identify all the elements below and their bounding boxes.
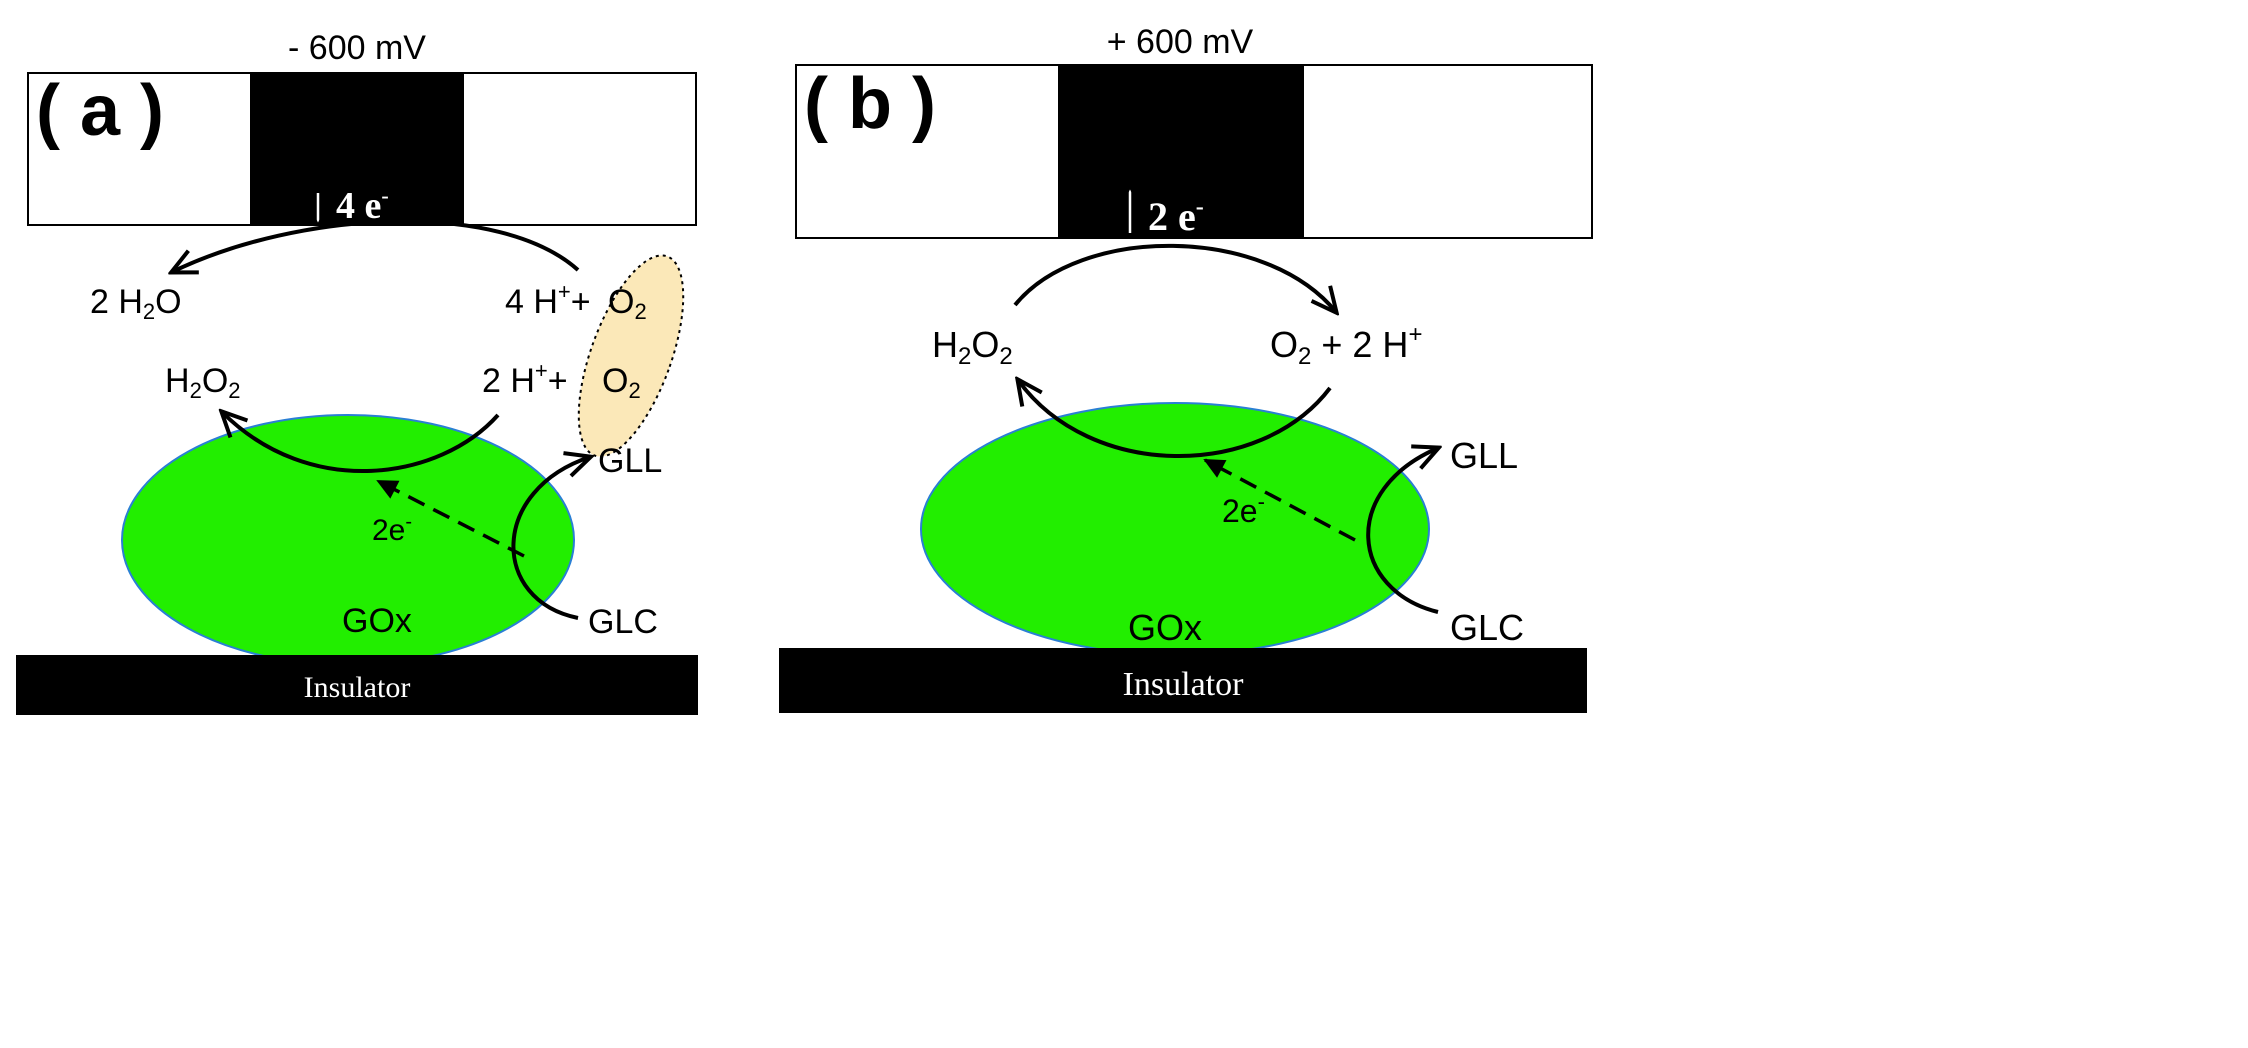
- reduction-arc-a: [172, 219, 580, 272]
- working-electrode-a: [250, 73, 464, 225]
- proton-label-top-a: 4 H++: [505, 279, 591, 321]
- reduction-arc-bottom-b: [1018, 380, 1332, 458]
- panel-label-b: ( b ): [804, 64, 936, 144]
- water-label-a: 2 H2O: [90, 283, 182, 324]
- gox-label-a: GOx: [342, 602, 412, 640]
- panel-a: ( a ) - 600 mV 4 e- 2 H2O 4 H++ O2 H2O2 …: [16, 29, 698, 715]
- proton-label-bottom-a: 2 H++: [482, 358, 568, 400]
- electron-transfer-label-a: 4 e-: [336, 183, 389, 227]
- panel-b: ( b ) + 600 mV 2 e- H2O2 O2 + 2 H+ 2e- G…: [779, 23, 1593, 713]
- voltage-label-b: + 600 mV: [1107, 23, 1254, 61]
- working-electrode-b: [1058, 65, 1304, 238]
- oxygen-label-bottom-a: O2: [602, 362, 641, 403]
- peroxide-label-a: H2O2: [165, 362, 241, 403]
- gll-label-b: GLL: [1450, 435, 1518, 476]
- dashed-electron-arrow-b: [1203, 458, 1356, 542]
- glc-label-b: GLC: [1450, 607, 1524, 648]
- glucose-arc-a: [511, 457, 590, 620]
- glucose-arc-b: [1366, 448, 1438, 614]
- peroxide-label-b: H2O2: [932, 324, 1013, 370]
- insulator-b: [779, 648, 1587, 713]
- gox-label-b: GOx: [1128, 607, 1202, 648]
- panel-label-a: ( a ): [36, 71, 164, 151]
- insulator-label-a: Insulator: [304, 671, 411, 704]
- oxidation-arc-top-b: [1013, 243, 1336, 312]
- oxygen-highlight: [577, 254, 685, 458]
- oxidation-arc-a: [222, 412, 500, 474]
- oxygen-proton-label-b: O2 + 2 H+: [1270, 321, 1422, 370]
- oxygen-label-top-a: O2: [608, 283, 647, 324]
- enzyme-electrons-label-b: 2e-: [1222, 489, 1265, 529]
- insulator-label-b: Insulator: [1123, 666, 1245, 703]
- glc-label-a: GLC: [588, 603, 658, 641]
- gll-label-a: GLL: [598, 442, 662, 480]
- enzyme-electrons-label-a: 2e-: [372, 511, 412, 547]
- insulator-a: [16, 655, 698, 715]
- voltage-label-a: - 600 mV: [288, 29, 426, 67]
- electron-transfer-label-b: 2 e-: [1148, 194, 1204, 239]
